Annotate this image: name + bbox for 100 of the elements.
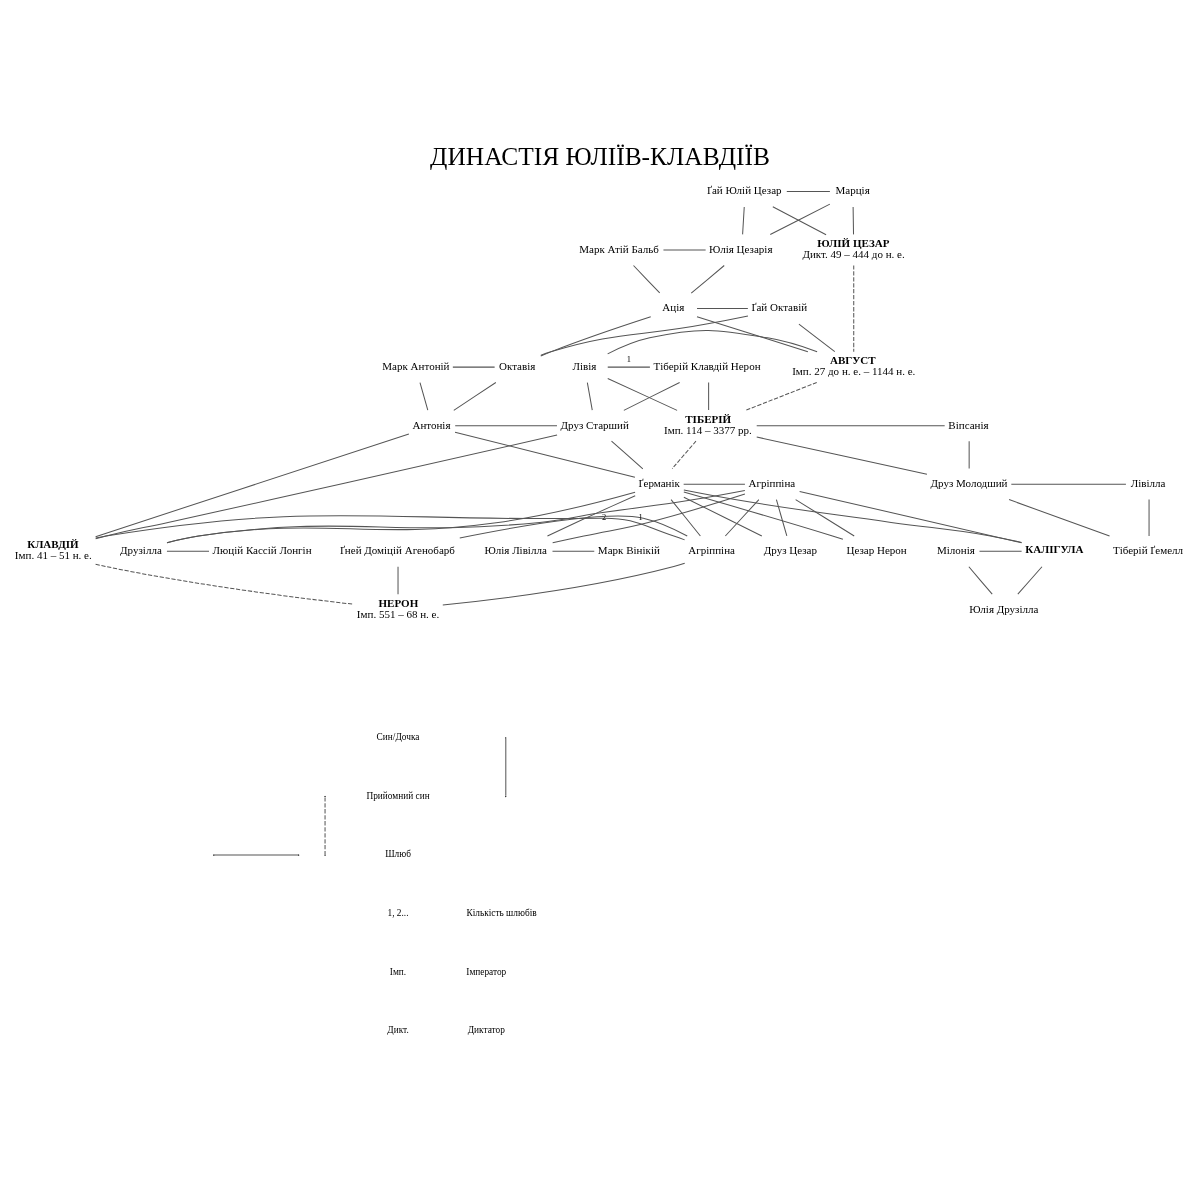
connector (1148, 498, 1150, 536)
connector (799, 490, 1023, 543)
connector (1010, 483, 1127, 485)
node-text: ТІБЕРІЙ Імп. 114 – 3377 рр. (664, 412, 752, 436)
connector (95, 514, 686, 540)
connector (683, 489, 1022, 543)
connector (623, 381, 681, 411)
connector (696, 315, 809, 352)
node-text: КЛАВДІЙ Імп. 41 – 51 н. е. (14, 537, 92, 561)
node-text: Октавія (499, 359, 536, 372)
connector (452, 366, 496, 368)
connector (95, 434, 558, 539)
connector (552, 493, 746, 543)
connector (786, 190, 831, 192)
connector (1017, 565, 1043, 595)
connector (853, 264, 855, 352)
connector (968, 565, 993, 595)
connector (775, 498, 788, 536)
node-text: ЮЛІЙ ЦЕЗАР Дикт. 49 – 444 до н. е. (802, 236, 905, 260)
node-text: Цезар Нерон (846, 543, 907, 556)
label: Дикт. (387, 1024, 409, 1035)
node-text: Юлія Лівілла (484, 543, 547, 556)
connector (546, 494, 636, 536)
legend-label: Прийомний син (366, 790, 430, 801)
connector (968, 440, 970, 469)
connector (756, 436, 928, 475)
connector (742, 205, 745, 235)
connector (671, 440, 697, 469)
node-text: Марк Вінікій (597, 543, 660, 556)
connector (798, 323, 836, 352)
connector (683, 483, 746, 485)
legend-label: Син/Дочка (376, 731, 420, 742)
node-text: Марція (835, 183, 870, 196)
node-text: Люцій Кассій Лонгін (212, 543, 312, 556)
node-text: Ґай Октавій (751, 300, 808, 313)
connector (454, 424, 558, 426)
connector (166, 550, 210, 552)
node-text: Юлія Цезарія (709, 242, 773, 255)
connector (419, 381, 429, 411)
label: Імп. (389, 966, 407, 977)
node-text: Друз Старший (560, 418, 629, 431)
connector (683, 496, 763, 536)
node-text: АВГУСТ Імп. 27 до н. е. – 1144 н. е. (792, 353, 916, 377)
edge-label: 2 (602, 511, 607, 522)
connector (795, 498, 855, 536)
connector (586, 381, 593, 411)
connector (611, 440, 644, 469)
connector (607, 329, 818, 354)
node-text: Марк Антоній (382, 359, 450, 372)
diagram-title: ДИНАСТІЯ ЮЛІЇВ-КЛАВДІЇВ (430, 141, 770, 171)
connector (397, 565, 399, 595)
node-text: НЕРОН Імп. 551 – 68 н. е. (356, 596, 440, 620)
legend-label: Шлюб (385, 848, 411, 859)
connector (166, 489, 746, 543)
connector (552, 550, 595, 552)
node-text: Тіберій Ґемелл (1112, 543, 1184, 556)
node-text: Ґней Доміцій Агенобарб (339, 543, 455, 556)
connector (745, 381, 818, 411)
connector (459, 515, 688, 538)
node-text: Мілонія (936, 543, 975, 556)
connector (95, 563, 354, 605)
node-text: Друз Цезар (763, 543, 817, 556)
node-text: Антонія (412, 418, 451, 431)
connector (1008, 498, 1111, 537)
connector (756, 424, 946, 426)
connector (696, 307, 749, 309)
connector (453, 381, 497, 411)
connector (979, 550, 1023, 552)
node-text: КАЛІГУЛА (1025, 542, 1084, 555)
connector (540, 315, 652, 356)
label: Кількість шлюбів (466, 907, 537, 918)
connector (683, 491, 844, 540)
edge-label: 1 (638, 511, 643, 522)
node-text: Тіберій Клавдій Нерон (653, 359, 761, 372)
connector (690, 264, 725, 294)
node-text: Марк Атій Бальб (579, 242, 659, 255)
connector (670, 498, 701, 536)
connector (540, 314, 749, 356)
node-text: Ґерманік (638, 476, 680, 489)
connector (607, 377, 678, 411)
node-text: Агріппіна (748, 476, 796, 489)
node-text: Віпсанія (948, 418, 989, 431)
node-text: Ація (662, 300, 685, 313)
edge-label: 1 (626, 353, 631, 364)
node-text: Лівія (572, 359, 597, 372)
node-text: Юлія Друзілла (969, 602, 1039, 615)
connector (633, 264, 661, 293)
connector (166, 491, 636, 543)
connector (852, 205, 855, 235)
label: Диктатор (467, 1024, 505, 1035)
connector (724, 498, 760, 536)
connector (662, 249, 707, 251)
connector (454, 431, 636, 478)
node-text: Друз Молодший (930, 476, 1008, 489)
node-text: Ґай Юлій Цезар (706, 183, 782, 196)
label: 1, 2... (387, 907, 409, 918)
connector (708, 381, 710, 411)
node-text: Агріппіна (688, 543, 735, 556)
connector (95, 433, 410, 537)
connector (607, 366, 651, 368)
